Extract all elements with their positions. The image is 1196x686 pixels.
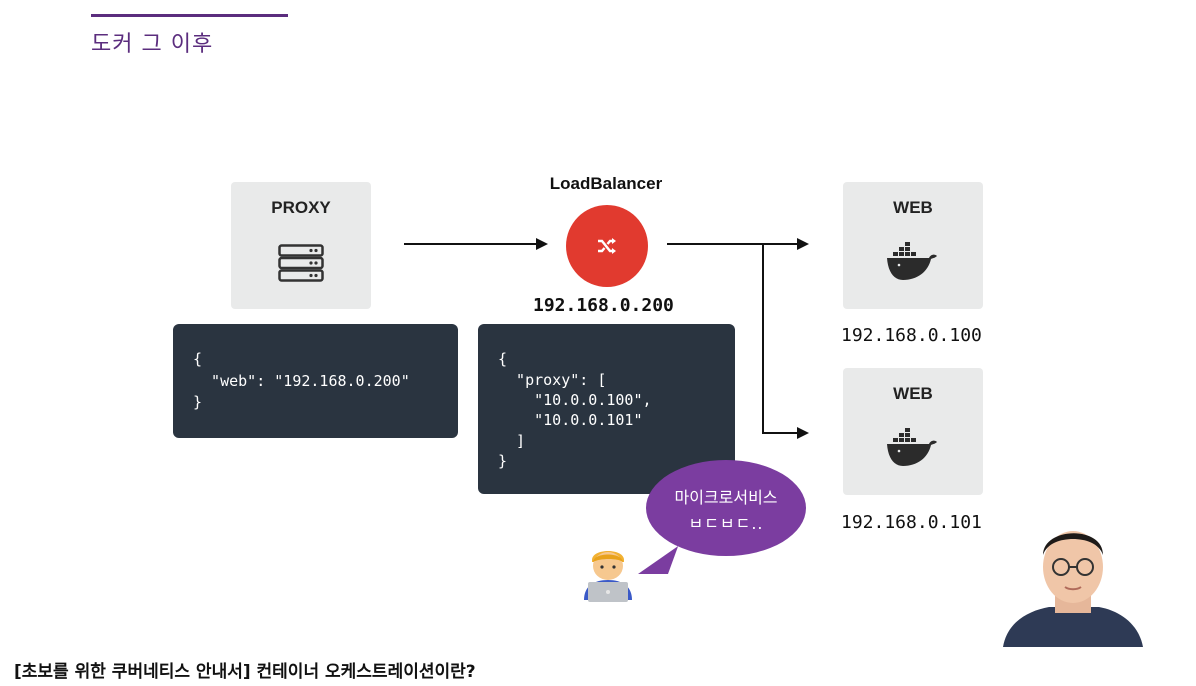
code-line: { [498, 350, 508, 368]
arrow-lb-to-web-1 [667, 243, 797, 245]
speech-bubble: 마이크로서비스 ㅂㄷㅂㄷ.. [646, 460, 806, 556]
web-ip-1: 192.168.0.100 [841, 325, 982, 346]
video-caption: [초보를 위한 쿠버네티스 안내서] 컨테이너 오케스트레이션이란? [14, 662, 476, 682]
lb-config-code: { "proxy": [ "10.0.0.100", "10.0.0.101" … [478, 324, 735, 494]
server-icon [278, 244, 324, 282]
bubble-line-1: 마이크로서비스 [674, 488, 778, 507]
web-card-1: WEB [843, 182, 983, 309]
arrow-proxy-to-lb [404, 243, 538, 245]
proxy-card: PROXY [231, 182, 371, 309]
web-card-2: WEB [843, 368, 983, 495]
proxy-label: PROXY [271, 198, 331, 217]
bubble-line-2: ㅂㄷㅂㄷ.. [688, 514, 764, 533]
arrow-head [797, 427, 809, 439]
title-underline [91, 14, 288, 17]
arrow-head [536, 238, 548, 250]
presenter-video [1003, 515, 1143, 647]
load-balancer-label: LoadBalancer [549, 174, 663, 193]
code-line: { [193, 350, 203, 368]
docker-whale-icon [887, 242, 937, 280]
arrow-head [797, 238, 809, 250]
arrow-branch-vertical [762, 243, 764, 433]
code-line: "web": "192.168.0.200" [193, 372, 410, 390]
developer-emoji-icon [584, 551, 632, 602]
docker-whale-icon [887, 428, 937, 466]
web-ip-2: 192.168.0.101 [841, 512, 982, 533]
load-balancer-ip: 192.168.0.200 [533, 295, 674, 316]
slide: 도커 그 이후 PROXY LoadBalancer 192.168.0.200 [91, 14, 1143, 647]
web-label: WEB [893, 384, 933, 403]
web-label: WEB [893, 198, 933, 217]
code-line: } [193, 393, 203, 411]
code-line: "10.0.0.101" [498, 411, 643, 429]
shuffle-icon [598, 238, 616, 254]
code-line: } [498, 452, 508, 470]
arrow-lb-to-web-2 [762, 432, 797, 434]
proxy-config-code: { "web": "192.168.0.200" } [173, 324, 458, 438]
code-line: "proxy": [ [498, 371, 607, 389]
code-line: "10.0.0.100", [498, 391, 652, 409]
code-line: ] [498, 432, 526, 450]
load-balancer-node [566, 205, 648, 287]
slide-title: 도커 그 이후 [91, 32, 214, 57]
